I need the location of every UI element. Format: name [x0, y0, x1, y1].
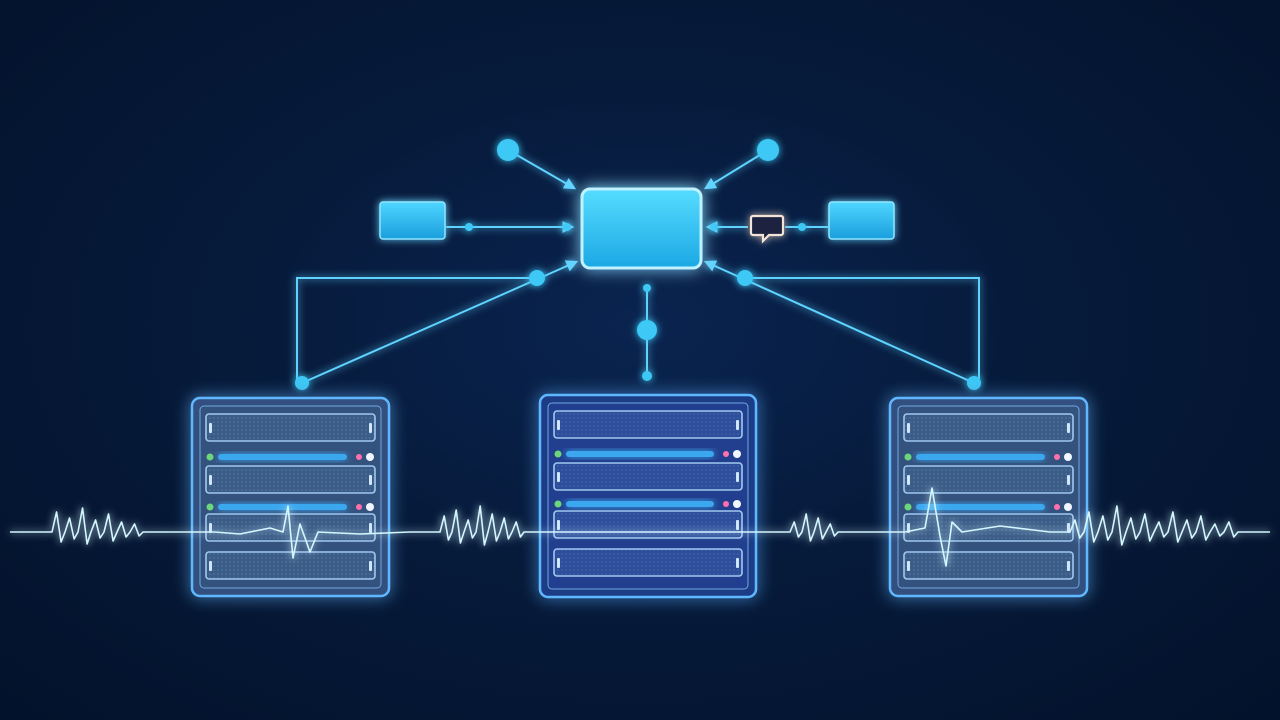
server-bay-handle: [369, 523, 372, 533]
server-status-bar: [916, 504, 1045, 510]
server-bay-handle: [736, 558, 739, 568]
link-top-left-node: [507, 149, 577, 190]
server-bay-handle: [209, 561, 212, 571]
server-drive-bay: [903, 551, 1074, 580]
server-drive-bay: [903, 413, 1074, 442]
server-led-green: [904, 503, 912, 511]
node-right-server-top: [967, 376, 981, 390]
server-inner-frame: [547, 402, 749, 590]
server-led-white: [366, 453, 374, 461]
node-left-server-top: [295, 376, 309, 390]
server-drive-bay: [553, 462, 743, 491]
server-bay-handle: [209, 423, 212, 433]
server-led-green: [206, 453, 214, 461]
server-bay-handle: [1067, 475, 1070, 485]
server-inner-frame: [199, 405, 382, 589]
server-status-bar: [218, 504, 347, 510]
server-bay-handle: [557, 520, 560, 530]
server-racks: [190, 393, 1089, 599]
server-bay-handle: [557, 420, 560, 430]
server-bay-handle: [907, 561, 910, 571]
satellite-box-left: [379, 201, 446, 240]
node-left-inline: [465, 223, 473, 231]
node-right-junction: [737, 270, 753, 286]
server-inner-frame: [897, 405, 1080, 589]
server-led-pink: [356, 504, 362, 510]
node-center-top: [643, 284, 651, 292]
node-left-junction: [529, 270, 545, 286]
server-bay-handle: [209, 475, 212, 485]
server-drive-bay: [205, 551, 376, 580]
server-led-pink: [1054, 454, 1060, 460]
server-rack-center: [538, 393, 758, 599]
server-led-green: [206, 503, 214, 511]
node-center-bottom: [642, 371, 652, 381]
node-right-inline: [798, 223, 806, 231]
server-bay-handle: [907, 423, 910, 433]
server-bay-handle: [209, 523, 212, 533]
server-status-bar: [916, 454, 1045, 460]
server-led-green: [554, 450, 562, 458]
server-rack-left: [190, 396, 391, 598]
link-right-bracket: [745, 277, 980, 383]
heartbeat-line: [10, 487, 1270, 567]
central-hub: [580, 187, 703, 270]
server-bay-handle: [736, 520, 739, 530]
server-bay-handle: [736, 420, 739, 430]
server-drive-bay: [205, 413, 376, 442]
server-drive-bay: [553, 410, 743, 439]
server-rack-right: [888, 396, 1089, 598]
server-bay-handle: [907, 475, 910, 485]
server-led-pink: [356, 454, 362, 460]
server-led-white: [733, 450, 741, 458]
server-drive-bay: [205, 465, 376, 494]
server-led-pink: [723, 501, 729, 507]
satellite-box-right: [828, 201, 895, 240]
server-drive-bay: [553, 548, 743, 577]
server-led-white: [366, 503, 374, 511]
node-top-left: [497, 139, 519, 161]
server-bay-handle: [736, 472, 739, 482]
server-bay-handle: [369, 423, 372, 433]
server-led-pink: [1054, 504, 1060, 510]
server-bay-handle: [557, 472, 560, 482]
network-nodes: [295, 139, 981, 390]
server-led-green: [554, 500, 562, 508]
server-status-bar: [566, 501, 714, 507]
node-hub-right: [710, 223, 718, 231]
server-led-green: [904, 453, 912, 461]
server-bay-handle: [369, 475, 372, 485]
server-led-white: [733, 500, 741, 508]
server-led-pink: [723, 451, 729, 457]
node-top-right: [757, 139, 779, 161]
server-led-white: [1064, 453, 1072, 461]
server-bay-handle: [1067, 423, 1070, 433]
server-bay-handle: [1067, 561, 1070, 571]
server-drive-bay: [553, 510, 743, 539]
node-hub-left: [563, 223, 571, 231]
server-status-bar: [566, 451, 714, 457]
server-bay-handle: [557, 558, 560, 568]
link-left-bracket: [296, 277, 540, 383]
link-top-right-node: [703, 149, 769, 190]
server-drive-bay: [903, 465, 1074, 494]
speech-bubble-icon: [749, 214, 785, 244]
server-status-bar: [218, 454, 347, 460]
server-bay-handle: [369, 561, 372, 571]
node-center-mid: [637, 320, 657, 340]
server-bay-handle: [1067, 523, 1070, 533]
server-led-white: [1064, 503, 1072, 511]
